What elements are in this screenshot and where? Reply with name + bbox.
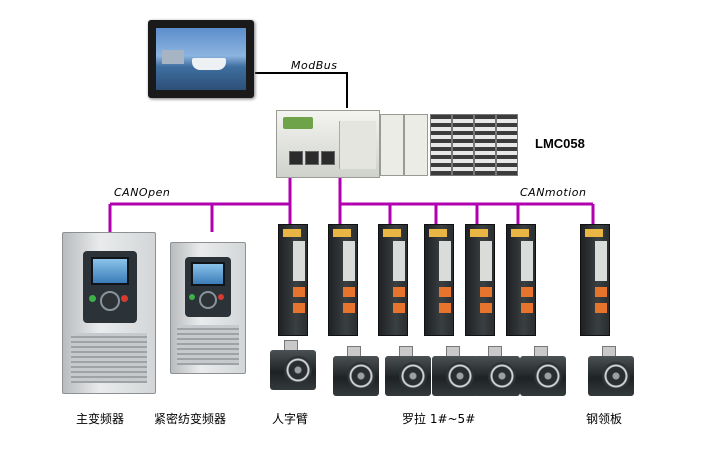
canmotion-bus: [338, 178, 595, 224]
hmi-screen-boat: [192, 58, 226, 70]
modbus-line: [255, 72, 348, 108]
vfd-keypad: [185, 257, 231, 317]
caption-rollers: 罗拉 1#~5#: [402, 412, 476, 426]
plc-io-module: [496, 114, 518, 176]
plc-io-module: [452, 114, 474, 176]
servo-drive-connector: [595, 287, 607, 297]
servo-drive-icon: [378, 224, 408, 336]
servo-motor-icon: [432, 346, 478, 398]
servo-drive-panel: [439, 241, 451, 281]
servo-motor-flange: [284, 356, 312, 384]
servo-motor-flange: [534, 362, 562, 390]
servo-drive-panel: [293, 241, 305, 281]
modbus-label: ModBus: [291, 59, 338, 72]
servo-drive-icon: [506, 224, 536, 336]
servo-drive-connector: [343, 303, 355, 313]
plc-io-module: [474, 114, 496, 176]
servo-motor-flange: [347, 362, 375, 390]
vfd-display: [191, 262, 225, 286]
servo-drive-panel: [343, 241, 355, 281]
servo-motor-icon: [474, 346, 520, 398]
vfd-keypad: [83, 251, 137, 323]
servo-motor-icon: [385, 346, 431, 398]
canopen-bus: [108, 178, 292, 232]
vfd-drive-icon: [62, 232, 156, 394]
servo-drive-status-strip: [511, 229, 529, 237]
vfd-vent: [177, 325, 239, 365]
servo-drive-status-strip: [383, 229, 401, 237]
plc-io-module: [404, 114, 428, 176]
plc-logo-strip: [283, 117, 313, 129]
caption-dense-vfd: 紧密纺变频器: [154, 412, 227, 426]
servo-drive-icon: [424, 224, 454, 336]
servo-drive-icon: [328, 224, 358, 336]
servo-drive-connector: [393, 287, 405, 297]
servo-motor-flange: [399, 362, 427, 390]
servo-drive-status-strip: [283, 229, 301, 237]
vfd-stop-button-icon: [218, 294, 224, 300]
vfd-vent: [71, 333, 147, 383]
hmi-touchscreen-icon: [148, 20, 254, 98]
servo-drive-connector: [293, 287, 305, 297]
servo-motor-icon: [333, 346, 379, 398]
servo-drive-status-strip: [585, 229, 603, 237]
servo-drive-icon: [465, 224, 495, 336]
servo-drive-connector: [521, 303, 533, 313]
servo-drive-connector: [439, 303, 451, 313]
servo-drive-status-strip: [470, 229, 488, 237]
hmi-screen: [156, 28, 246, 90]
servo-drive-connector: [393, 303, 405, 313]
caption-main-vfd: 主变频器: [76, 412, 125, 426]
servo-drive-status-strip: [429, 229, 447, 237]
caption-herringbone: 人字臂: [272, 412, 309, 426]
servo-motor-flange: [602, 362, 630, 390]
servo-drive-connector: [293, 303, 305, 313]
canmotion-label: CANmotion: [520, 186, 587, 199]
servo-motor-icon: [588, 346, 634, 398]
servo-drive-connector: [343, 287, 355, 297]
servo-drive-panel: [521, 241, 533, 281]
controller-name: LMC058: [535, 136, 585, 151]
servo-motor-flange: [446, 362, 474, 390]
servo-drive-icon: [278, 224, 308, 336]
vfd-run-button-icon: [89, 295, 96, 302]
vfd-display: [91, 257, 129, 285]
vfd-stop-button-icon: [121, 295, 128, 302]
servo-drive-panel: [595, 241, 607, 281]
plc-port: [289, 151, 303, 165]
plc-cpu-panel: [339, 121, 376, 169]
vfd-dial-icon: [199, 291, 217, 309]
servo-drive-status-strip: [333, 229, 351, 237]
servo-motor-flange: [488, 362, 516, 390]
servo-drive-panel: [393, 241, 405, 281]
plc-io-module: [430, 114, 452, 176]
vfd-drive-icon: [170, 242, 246, 374]
vfd-run-button-icon: [189, 294, 195, 300]
plc-port: [321, 151, 335, 165]
servo-drive-connector: [480, 287, 492, 297]
plc-port: [305, 151, 319, 165]
servo-drive-connector: [439, 287, 451, 297]
vfd-dial-icon: [100, 291, 120, 311]
servo-drive-connector: [480, 303, 492, 313]
plc-base-unit: [276, 110, 380, 178]
hmi-screen-building: [162, 50, 184, 64]
servo-motor-icon: [520, 346, 566, 398]
caption-steel-plate: 钢领板: [586, 412, 623, 426]
canopen-label: CANOpen: [114, 186, 171, 199]
servo-drive-connector: [595, 303, 607, 313]
plc-io-module: [380, 114, 404, 176]
servo-motor-icon: [270, 340, 316, 392]
servo-drive-connector: [521, 287, 533, 297]
servo-drive-icon: [580, 224, 610, 336]
servo-drive-panel: [480, 241, 492, 281]
